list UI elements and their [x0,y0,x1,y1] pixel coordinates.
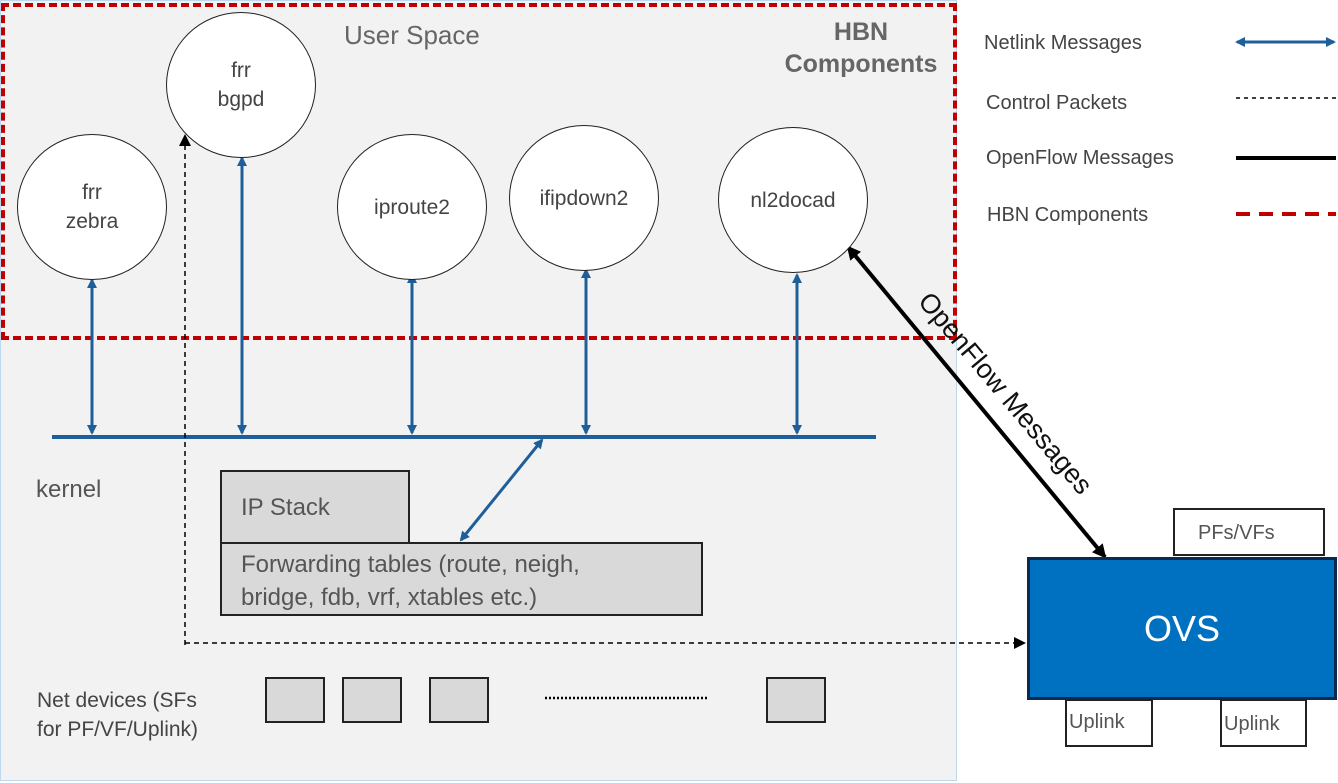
forwarding-tables-box: Forwarding tables (route, neigh, bridge,… [220,542,703,616]
legend-hbn-label: HBN Components [987,204,1149,226]
net-device-1 [265,677,325,723]
nl2docad-circle: nl2docad [718,127,868,273]
ip-stack-box: IP Stack [220,470,410,546]
net-device-3 [429,677,489,723]
ifipdown2-circle: ifipdown2 [509,125,659,271]
legend-netlink-label: Netlink Messages [984,32,1142,54]
kernel-label: kernel [36,476,102,503]
pfs-vfs-label: PFs/VFs [1198,522,1275,544]
forwarding-tables-label: Forwarding tables (route, neigh, bridge,… [241,551,580,611]
user-space-label: User Space [344,20,480,50]
net-device-2 [342,677,402,723]
hbn-components-region [1,3,957,340]
hbn-components-title: HBN Components [784,18,938,78]
ovs-box: OVS [1027,557,1337,700]
ovs-label: OVS [1143,607,1221,649]
ip-stack-label: IP Stack [241,494,330,521]
iproute2-circle: iproute2 [337,134,487,280]
frr-bgpd-circle: frr bgpd [166,12,316,158]
net-device-4 [766,677,826,723]
frr-zebra-circle: frr zebra [17,134,167,280]
uplink-label-1: Uplink [1069,711,1125,733]
legend-control-label: Control Packets [986,92,1128,114]
net-devices-label: Net devices (SFs for PF/VF/Uplink) [37,689,199,741]
netlink-arrow-forwarding-tables [459,438,544,542]
uplink-box-2: Uplink [1220,699,1307,747]
legend-openflow-label: OpenFlow Messages [986,147,1174,169]
pfs-vfs-box: PFs/VFs [1173,508,1325,556]
uplink-box-1: Uplink [1065,699,1153,747]
uplink-label-2: Uplink [1224,713,1280,735]
openflow-arrow [846,245,1107,559]
